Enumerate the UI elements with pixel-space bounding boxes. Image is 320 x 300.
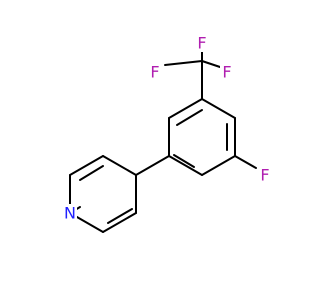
bond [79, 165, 104, 181]
bond [102, 155, 137, 176]
atom-label: N [64, 204, 76, 223]
atom-f-left: F [148, 63, 162, 82]
atom-f-right: F [220, 63, 234, 82]
atom-label: F [197, 34, 206, 53]
bond [168, 155, 203, 176]
bond [201, 98, 236, 119]
bond [173, 154, 195, 168]
bond [201, 155, 236, 176]
bond-cf3-f-right [201, 60, 224, 69]
background [0, 0, 300, 300]
bond [102, 212, 137, 233]
bond-cf3-f-left [164, 60, 203, 66]
atom-f-top: F [195, 34, 209, 53]
bond-to-ring-fluorine [234, 155, 257, 169]
bond [107, 208, 133, 224]
biaryl-bond [135, 155, 170, 176]
bond [69, 155, 104, 176]
benzene-ring [168, 98, 236, 176]
bond [168, 98, 203, 119]
atom-f-ring: F [258, 166, 272, 185]
atom-label: F [150, 63, 159, 82]
atom-label: F [260, 166, 269, 185]
bond [176, 109, 203, 126]
pyridine-ring [69, 155, 137, 233]
atom-label: F [222, 63, 231, 82]
molecule-structure-diagram: F F F F N [0, 0, 300, 300]
atom-n-pyridine: N [63, 204, 77, 223]
